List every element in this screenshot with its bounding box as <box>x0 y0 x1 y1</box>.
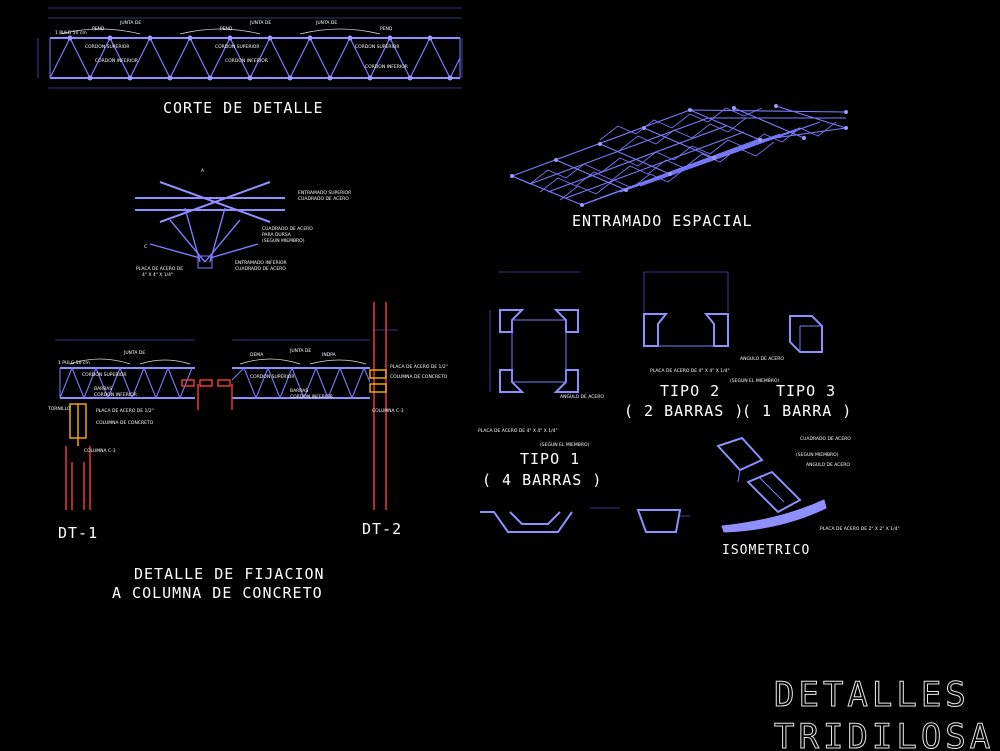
tipo3-view: TIPO 3 ( 1 BARRA ) <box>742 315 852 420</box>
svg-text:4" X 4" X 1/4": 4" X 4" X 1/4" <box>142 272 173 278</box>
svg-text:JUNTA DE: JUNTA DE <box>249 20 271 26</box>
svg-text:CORDON INFERIOR: CORDON INFERIOR <box>365 64 408 70</box>
svg-text:PLACA DE ACERO DE: PLACA DE ACERO DE <box>136 266 183 272</box>
svg-text:PLACA DE ACERO DE 1/2": PLACA DE ACERO DE 1/2" <box>390 364 448 370</box>
svg-text:COLUMNA DE CONCRETO: COLUMNA DE CONCRETO <box>390 374 448 380</box>
svg-text:CORDON SUPERIOR: CORDON SUPERIOR <box>250 374 294 380</box>
svg-text:CUADRADO DE ACERO: CUADRADO DE ACERO <box>298 196 349 202</box>
svg-text:ENTRAMADO INFERIOR: ENTRAMADO INFERIOR <box>235 260 287 266</box>
title-block: DETALLES TRIDILOSA <box>774 675 994 751</box>
svg-text:(SEGUN MIEMBRO): (SEGUN MIEMBRO) <box>262 238 305 244</box>
svg-text:TORNILLO: TORNILLO <box>47 406 71 412</box>
svg-text:PLACA DE ACERO DE 4" X 4" X 1/: PLACA DE ACERO DE 4" X 4" X 1/4" <box>650 368 730 374</box>
tipo2-view: PLACA DE ACERO DE 4" X 4" X 1/4" ANGULO … <box>624 271 784 420</box>
tipo3-label-line1: TIPO 3 <box>776 382 836 400</box>
svg-text:JUNTA DE: JUNTA DE <box>123 350 145 356</box>
svg-text:(SEGUN MIEMBRO): (SEGUN MIEMBRO) <box>796 452 839 458</box>
dt1-label: DT-1 <box>58 524 98 542</box>
svg-text:CORDON INFERIOR: CORDON INFERIOR <box>225 58 268 64</box>
title-line2: TRIDILOSA <box>774 717 994 751</box>
title-line1: DETALLES <box>774 675 970 715</box>
svg-text:PLACA DE ACERO DE 1/2": PLACA DE ACERO DE 1/2" <box>96 408 154 414</box>
svg-text:BARRAS: BARRAS <box>290 388 308 394</box>
tipo3-label-line2: ( 1 BARRA ) <box>742 402 852 420</box>
svg-text:(SEGUN EL MIEMBRO): (SEGUN EL MIEMBRO) <box>730 378 780 384</box>
svg-text:JUNTA DE: JUNTA DE <box>289 348 311 354</box>
svg-text:JUNTA DE: JUNTA DE <box>315 20 337 26</box>
svg-text:CUADRADO DE ACERO: CUADRADO DE ACERO <box>262 226 313 232</box>
svg-text:ANGULO DE ACERO: ANGULO DE ACERO <box>806 462 850 468</box>
svg-text:PLACA DE ACERO DE 4" X 4" X 1/: PLACA DE ACERO DE 4" X 4" X 1/4" <box>478 428 558 434</box>
svg-text:CORDON SUPERIOR: CORDON SUPERIOR <box>82 372 126 378</box>
fijacion-view: 1 PULG 50 cm CORDON SUPERIOR BARRAS CORD… <box>47 302 448 602</box>
svg-text:BARRAS: BARRAS <box>94 386 112 392</box>
svg-text:PARA DURSA: PARA DURSA <box>262 232 292 238</box>
svg-text:PEND: PEND <box>220 26 233 32</box>
isometrico-view: CUADRADO DE ACERO (SEGUN MIEMBRO) ANGULO… <box>716 436 900 558</box>
node-detail-view: ENTRAMADO SUPERIOR CUADRADO DE ACERO CUA… <box>135 168 351 278</box>
svg-text:CORDON SUPERIOR: CORDON SUPERIOR <box>85 44 129 50</box>
svg-text:C: C <box>144 244 147 250</box>
svg-text:CORDON SUPERIOR: CORDON SUPERIOR <box>355 44 399 50</box>
svg-text:ANGULO DE ACERO: ANGULO DE ACERO <box>560 394 604 400</box>
svg-text:ENTRAMADO SUPERIOR: ENTRAMADO SUPERIOR <box>298 190 351 196</box>
svg-text:COLUMNA C-3: COLUMNA C-3 <box>372 408 404 414</box>
svg-text:A: A <box>201 168 205 174</box>
svg-text:1 PULG 50 cm: 1 PULG 50 cm <box>58 360 90 366</box>
svg-text:1 PULG 50 cm: 1 PULG 50 cm <box>55 30 87 36</box>
tipo2-label-line2: ( 2 BARRAS ) <box>624 402 744 420</box>
corte-de-detalle-label: CORTE DE DETALLE <box>163 99 324 117</box>
svg-text:PLACA DE ACERO DE 2" X 2" X 1/: PLACA DE ACERO DE 2" X 2" X 1/4" <box>820 526 900 532</box>
tipo1-label-line2: ( 4 BARRAS ) <box>482 471 602 489</box>
svg-text:COLUMNA C-3: COLUMNA C-3 <box>84 448 116 454</box>
svg-text:CORDON INFERIOR: CORDON INFERIOR <box>94 392 137 398</box>
entramado-espacial-label: ENTRAMADO ESPACIAL <box>572 212 753 230</box>
svg-text:PEND: PEND <box>380 26 393 32</box>
svg-text:CORDON SUPERIOR: CORDON SUPERIOR <box>215 44 259 50</box>
tipo2-label-line1: TIPO 2 <box>660 382 720 400</box>
fijacion-label-line2: A COLUMNA DE CONCRETO <box>112 584 323 602</box>
tipo1-view: PLACA DE ACERO DE 4" X 4" X 1/4" ANGULO … <box>478 271 604 489</box>
isometrico-label: ISOMETRICO <box>722 543 810 558</box>
svg-text:PEND: PEND <box>92 26 105 32</box>
svg-text:CORDON INFERIOR: CORDON INFERIOR <box>290 394 333 400</box>
dt2-label: DT-2 <box>362 520 402 538</box>
svg-text:COLUMNA DE CONCRETO: COLUMNA DE CONCRETO <box>96 420 154 426</box>
svg-text:(SEGUN EL MIEMBRO): (SEGUN EL MIEMBRO) <box>540 442 590 448</box>
fijacion-label-line1: DETALLE DE FIJACION <box>134 565 325 583</box>
svg-text:INDPA: INDPA <box>322 352 337 358</box>
profile-sketches <box>480 507 690 533</box>
svg-text:CUADRADO DE ACERO: CUADRADO DE ACERO <box>800 436 851 442</box>
svg-text:DEMA: DEMA <box>250 352 264 358</box>
corte-de-detalle-view: 1 PULG 50 cm CORDON SUPERIOR CORDON SUPE… <box>37 7 463 117</box>
svg-text:CUADRADO DE ACERO: CUADRADO DE ACERO <box>235 266 286 272</box>
entramado-espacial-view: ENTRAMADO ESPACIAL <box>510 104 848 230</box>
svg-text:JUNTA DE: JUNTA DE <box>119 20 141 26</box>
svg-text:ANGULO DE ACERO: ANGULO DE ACERO <box>740 356 784 362</box>
tipo1-label-line1: TIPO 1 <box>520 450 580 468</box>
svg-text:CORDON INFERIOR: CORDON INFERIOR <box>95 58 138 64</box>
